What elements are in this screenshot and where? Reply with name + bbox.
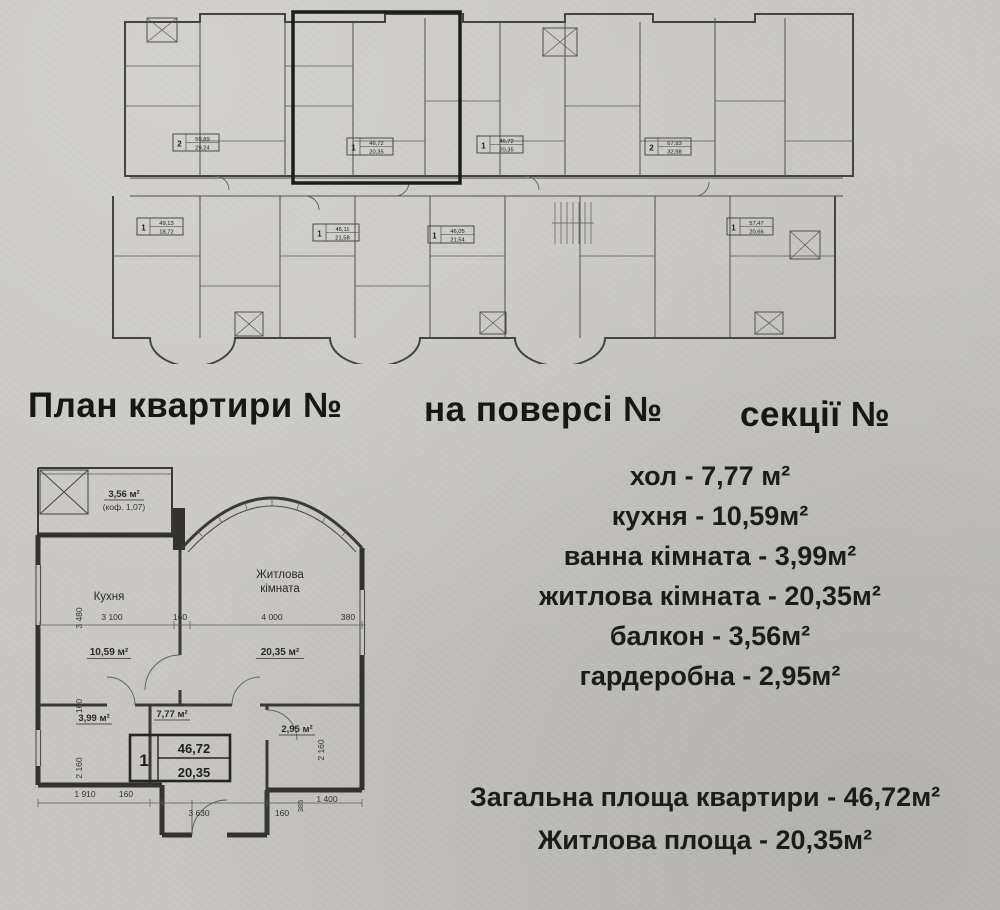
living-room-area: 20,35 м²	[261, 647, 300, 658]
room-area-item-wardrobe: гардеробна - 2,95м²	[579, 661, 841, 691]
stamp-rooms: 1	[141, 224, 146, 233]
stamp-total-area: 49,13	[159, 221, 174, 227]
living-area-line: Житлова площа - 20,35м²	[537, 825, 873, 855]
dim-bottom-5: 1 400	[316, 794, 338, 804]
elevator-shaft-icons	[146, 17, 821, 337]
dim-right-2: 385	[296, 800, 305, 813]
stamp-rooms: 1	[139, 751, 148, 770]
dim-right-1: 2 160	[316, 739, 326, 761]
arch-wall	[180, 496, 364, 553]
selected-apartment-highlight	[291, 10, 462, 185]
balcony-area: 3,56 м²	[108, 489, 139, 500]
dim-bottom-4: 160	[275, 808, 289, 818]
stamp-total-area: 67,93	[667, 141, 682, 147]
hall-area: 7,77 м²	[156, 709, 187, 720]
hatched-shaft-box	[39, 469, 89, 515]
stamp-rooms: 1	[731, 224, 736, 233]
apartment-stamp: 1 57,47 20,66	[726, 217, 774, 236]
stamp-rooms: 1	[317, 230, 322, 239]
apartment-stamps: 2 59,89 29,24 1 46,72 20,35 1 46,72 20,3…	[136, 133, 774, 244]
dim-top-2: 160	[173, 612, 187, 622]
stamp-total-area: 46,11	[335, 227, 349, 233]
stamp-rooms: 1	[432, 232, 437, 241]
room-area-item-kitchen: кухня - 10,59м²	[611, 501, 809, 531]
dim-left-2: 160	[74, 699, 84, 713]
room-area-item-balcony: балкон - 3,56м²	[609, 621, 811, 651]
living-room-label-line2: кімната	[260, 583, 300, 595]
stamp-rooms: 1	[481, 142, 486, 151]
stamp-living-area: 29,24	[195, 146, 210, 152]
stamp-rooms: 2	[649, 144, 654, 153]
wardrobe-area: 2,95 м²	[281, 724, 312, 735]
staircase-icon	[552, 202, 594, 244]
apartment-detail-plan: Кухня 10,59 м² Житлова кімната 20,35 м² …	[34, 467, 366, 838]
dim-bottom-2: 160	[119, 789, 133, 799]
heading-apartment-plan: План квартири №	[28, 386, 343, 425]
stamp-total-area: 46,72	[369, 141, 384, 147]
stamp-total-area: 46,72	[499, 139, 514, 145]
stamp-living-area: 20,66	[749, 230, 764, 236]
apartment-stamp: 1 46,05 21,54	[427, 225, 475, 244]
dimension-labels: 3 100 160 4 000 380 1 910 160 3 630 160 …	[37, 607, 366, 818]
room-labels: Кухня 10,59 м² Житлова кімната 20,35 м² …	[76, 489, 315, 736]
apartment-stamp: 1 46,72 20,35	[476, 135, 524, 154]
dim-bottom-3: 3 630	[188, 808, 210, 818]
apartment-stamp: 1 49,13 18,72	[136, 217, 184, 236]
stamp-total-area: 46,72	[178, 741, 211, 756]
door-arcs-detail	[106, 654, 298, 836]
apartment-stamp: 2 59,89 29,24	[172, 133, 220, 152]
dim-bottom-1: 1 910	[74, 789, 96, 799]
building-floor-plan: 2 59,89 29,24 1 46,72 20,35 1 46,72 20,3…	[112, 10, 854, 364]
stamp-living-area: 20,35	[178, 765, 211, 780]
room-area-item-bathroom: ванна кімната - 3,99м²	[563, 541, 857, 571]
heading-floor-number: на поверсі №	[424, 390, 663, 429]
dim-left-1: 3 480	[74, 607, 84, 629]
stamp-total-area: 59,89	[195, 137, 210, 143]
stamp-living-area: 21,58	[335, 236, 350, 242]
kitchen-label: Кухня	[94, 591, 125, 603]
dim-left-3: 2 160	[74, 757, 84, 779]
apartment-stamp: 2 67,93 32,98	[644, 137, 692, 156]
stamp-living-area: 18,72	[159, 230, 174, 236]
heading-section-number: секції №	[740, 395, 891, 434]
dim-top-3: 4 000	[261, 612, 283, 622]
stamp-rooms: 2	[177, 140, 182, 149]
stamp-rooms: 1	[351, 144, 356, 153]
bathroom-area: 3,99 м²	[78, 713, 109, 724]
interior-walls	[38, 548, 362, 835]
stamp-living-area: 20,35	[369, 150, 384, 156]
pillar	[173, 508, 185, 550]
apartment-stamp: 1 46,72 20,35	[346, 137, 394, 156]
dim-top-4: 380	[341, 612, 355, 622]
room-area-item-hall: хол - 7,77 м²	[629, 461, 791, 491]
apartment-stamp-detail: 1 46,72 20,35	[128, 733, 232, 783]
stamp-living-area: 20,35	[499, 148, 514, 154]
room-area-item-living: житлова кімната - 20,35м²	[539, 581, 881, 611]
totals-block: Загальна площа квартири - 46,72м² Житлов…	[440, 776, 970, 862]
stamp-living-area: 21,54	[450, 238, 465, 244]
exterior-walls	[35, 508, 365, 838]
kitchen-area: 10,59 м²	[90, 647, 129, 658]
total-area-line: Загальна площа квартири - 46,72м²	[469, 782, 941, 812]
dim-top-1: 3 100	[101, 612, 123, 622]
living-room-label-line1: Житлова	[256, 569, 304, 581]
door-arcs	[214, 175, 710, 211]
building-walls	[112, 13, 854, 364]
room-area-list: хол - 7,77 м² кухня - 10,59м² ванна кімн…	[470, 456, 950, 696]
balcony-walls	[37, 467, 173, 535]
stamp-living-area: 32,98	[667, 150, 682, 156]
stamp-total-area: 46,05	[450, 229, 465, 235]
apartment-stamp: 1 46,11 21,58	[312, 223, 360, 242]
stamp-total-area: 57,47	[749, 221, 764, 227]
balcony-coefficient-note: (коф. 1,07)	[103, 502, 146, 512]
